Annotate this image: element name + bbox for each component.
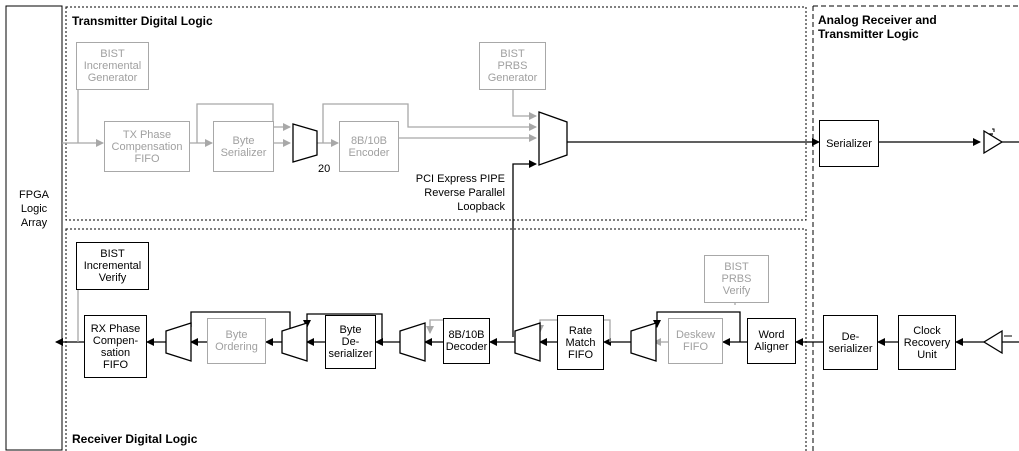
rx-mux-3 (399, 322, 426, 362)
bist-prbs-verify: BIST PRBS Verify (704, 255, 769, 303)
tx-output-driver-icon (983, 128, 1019, 155)
deserializer: De- serializer (823, 315, 878, 370)
byte-ordering: Byte Ordering (207, 318, 266, 364)
bist-prbs-generator: BIST PRBS Generator (479, 42, 546, 90)
tx-bypass-enc (322, 103, 537, 143)
8b10b-decoder: 8B/10B Decoder (443, 318, 490, 364)
byte-deserializer: Byte De- serializer (325, 315, 376, 369)
rx-mux-2 (281, 322, 308, 362)
loopback-label: PCI Express PIPE Reverse Parallel Loopba… (415, 173, 505, 213)
rx-bypass-ordering (190, 311, 291, 342)
tx-mux-2 (538, 111, 568, 166)
word-aligner: Word Aligner (747, 318, 796, 364)
fpga-label: FPGA Logic Array (19, 189, 49, 229)
tx-arrow-prbs-to-mux (512, 90, 537, 120)
rx-region-title: Receiver Digital Logic (72, 432, 198, 446)
analog-region-title: Analog Receiver and Transmitter Logic (818, 13, 937, 41)
rx-input-receiver-icon (982, 329, 1019, 355)
tx-region-title: Transmitter Digital Logic (72, 14, 213, 28)
rx-mux-1 (165, 322, 192, 362)
rx-mux-4 (514, 322, 541, 362)
tx-phase-compensation-fifo: TX Phase Compensation FIFO (104, 121, 190, 172)
rx-bypass-bytedeser (303, 313, 383, 342)
tx-bus-width-label: 20 (318, 163, 331, 175)
clock-recovery-unit: Clock Recovery Unit (898, 315, 956, 370)
tx-mux-1 (292, 123, 318, 163)
fpga-region (5, 5, 63, 451)
bist-incremental-verify: BIST Incremental Verify (76, 242, 149, 290)
tx-region (65, 6, 807, 221)
rx-bypass-deskew (653, 311, 741, 342)
8b10b-encoder: 8B/10B Encoder (339, 121, 399, 172)
serializer: Serializer (819, 120, 879, 167)
rx-mux-5 (630, 322, 657, 362)
byte-serializer: Byte Serializer (213, 121, 274, 172)
tx-bypass-ser (196, 103, 291, 143)
loopback-arrow (512, 160, 537, 337)
rate-match-fifo: Rate Match FIFO (557, 315, 604, 370)
bist-incremental-generator: BIST Incremental Generator (76, 42, 149, 90)
deskew-fifo: Deskew FIFO (668, 318, 723, 364)
rx-phase-compensation-fifo: RX Phase Compen- sation FIFO (84, 315, 147, 378)
